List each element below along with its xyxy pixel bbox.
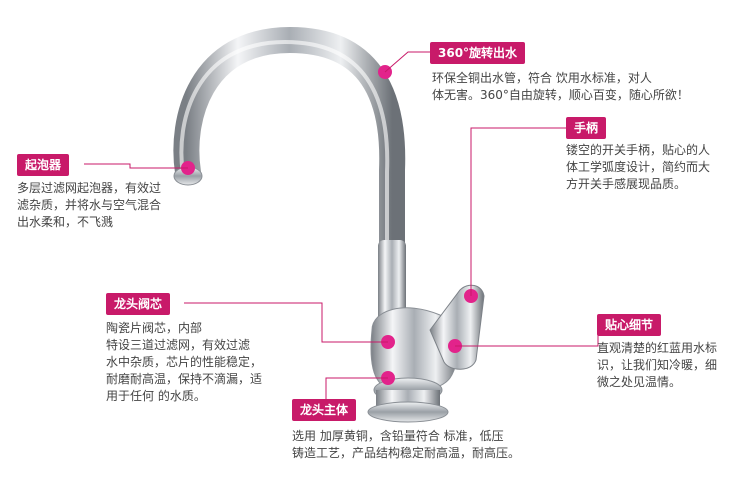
label-spout: 360°旋转出水 (430, 42, 526, 64)
label-valve: 龙头阀芯 (106, 293, 171, 315)
label-aerator: 起泡器 (17, 154, 70, 176)
desc-aerator: 多层过滤网起泡器，有效过 滤杂质，并将水与空气混合 出水柔和，不飞溅 (17, 181, 162, 229)
desc-handle: 镂空的开关手柄，贴心的人 体工学弧度设计，简约而大 方开关手感展现品质。 (566, 143, 711, 191)
label-body: 龙头主体 (292, 399, 357, 421)
faucet-spout (173, 26, 406, 313)
desc-spout: 环保全铜出水管，符合 饮用水标准，对人 体无害。360°自由旋转，顺心百变，随心… (432, 71, 689, 102)
faucet-base (367, 401, 449, 423)
desc-valve: 陶瓷片阀芯，内部 特设三道过滤网，有效过滤 水中杂质，芯片的性能稳定， 耐磨耐高… (106, 321, 263, 403)
faucet-handle (429, 284, 485, 370)
desc-indicator: 直观清楚的红蓝用水标 识，让我们知冷暖，细 微之处见温情。 (597, 341, 718, 389)
leader-handle (470, 127, 566, 296)
desc-body: 选用 加厚黄铜，含铅量符合 标准，低压 铸造工艺，产品结构稳定耐高温，耐高压。 (292, 429, 521, 460)
leader-spout (384, 51, 430, 73)
leader-valve (184, 302, 388, 343)
label-indicator: 贴心细节 (597, 314, 662, 336)
leader-aerator (84, 163, 188, 169)
label-handle: 手柄 (566, 117, 607, 139)
